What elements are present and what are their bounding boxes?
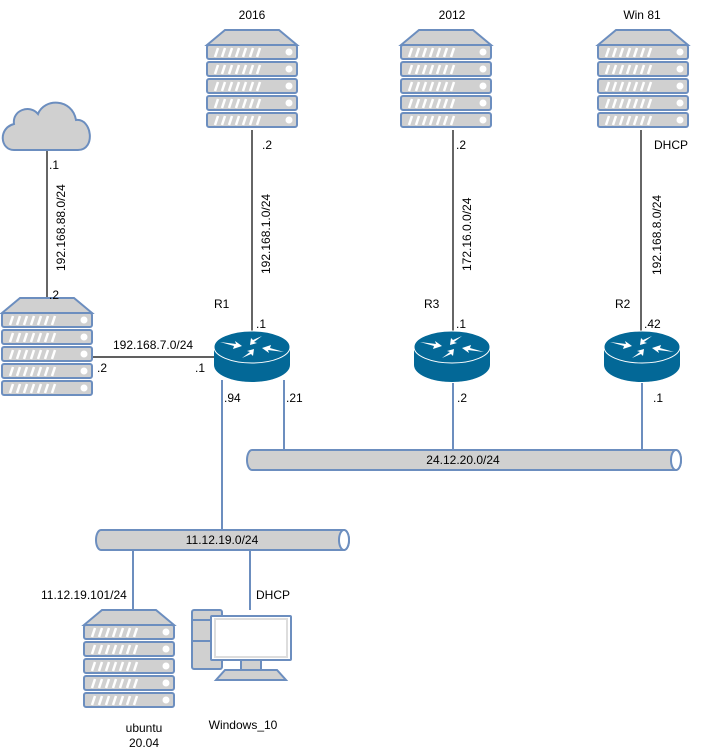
label-server-ip-net7: .2 [97,361,107,375]
label-ubuntu-version: 20.04 [129,736,159,750]
cloud-icon [1,101,91,151]
server-icon[interactable] [207,30,297,127]
router-icon[interactable] [603,330,681,383]
server-icon[interactable] [84,610,174,707]
bus-11-12-19 [95,529,350,551]
label-r1-ip-top: .1 [256,317,266,331]
label-2016: 2016 [239,8,266,22]
label-2016-ip: .2 [262,138,272,152]
label-r3-ip-top: .1 [456,317,466,331]
label-r1-ip-left: .1 [195,361,205,375]
label-r2-ip-bottom: .1 [653,391,663,405]
label-net1-subnet: 192.168.1.0/24 [259,194,273,274]
label-windows10: Windows_10 [209,718,278,732]
label-bus11-subnet: 11.12.19.0/24 [186,533,259,547]
label-cloud-ip: .1 [49,158,59,172]
label-ubuntu-ip: 11.12.19.101/24 [41,588,127,602]
label-server-ip: .2 [49,288,59,302]
label-net7-subnet: 192.168.7.0/24 [113,338,193,352]
label-r3-ip-bottom: .2 [457,391,467,405]
label-cloud-subnet: 192.168.88.0/24 [54,184,68,271]
server-icon[interactable] [598,30,688,127]
label-r2-ip-top: .42 [644,317,661,331]
label-net8-subnet: 192.168.8.0/24 [650,195,664,275]
label-windows-dhcp: DHCP [256,588,290,602]
label-r2: R2 [615,297,631,311]
label-r1-ip-94: .94 [224,391,241,405]
label-ubuntu: ubuntu [126,721,163,735]
label-r1: R1 [214,297,230,311]
label-win81-dhcp: DHCP [654,138,688,152]
desktop-pc-icon[interactable] [191,609,292,681]
router-icon[interactable] [413,330,491,383]
server-icon[interactable] [2,298,92,395]
label-2012-ip: .2 [456,138,466,152]
router-icon[interactable] [213,330,291,383]
label-bus24-subnet: 24.12.20.0/24 [426,453,500,467]
bus-24-12-20 [246,449,682,471]
label-2012: 2012 [439,8,466,22]
server-icon[interactable] [401,30,491,127]
label-net16-subnet: 172.16.0.0/24 [460,197,474,271]
label-r1-ip-21: .21 [286,391,303,405]
label-r3: R3 [424,297,440,311]
label-win81: Win 81 [623,8,661,22]
